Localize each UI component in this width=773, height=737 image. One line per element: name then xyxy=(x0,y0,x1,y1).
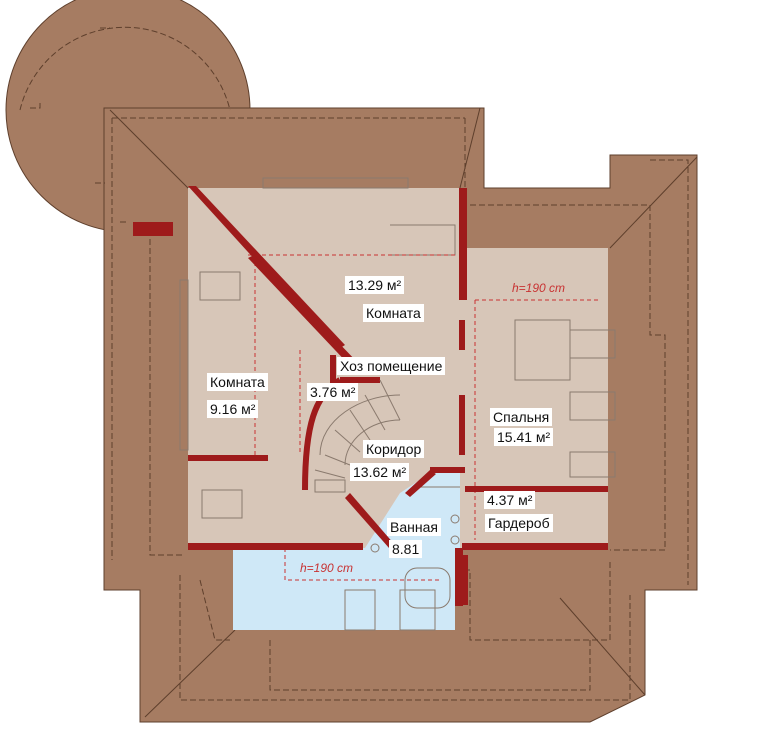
height-guides xyxy=(248,254,600,581)
room-left-area: 9.16 м² xyxy=(207,400,259,418)
wall-bottom-left xyxy=(188,543,363,550)
wall-bottom-right xyxy=(462,543,608,550)
wall-bath-diagonal-b xyxy=(405,470,436,497)
wardrobe-area: 4.37 м² xyxy=(484,491,536,509)
wall-left-horizontal xyxy=(188,455,268,461)
corridor-name: Коридор xyxy=(363,440,425,458)
wall-bath-diagonal-a xyxy=(345,493,395,548)
bathroom-name: Ванная xyxy=(387,518,441,536)
room-top-area: 13.29 м² xyxy=(345,276,405,294)
roof-hip-lines xyxy=(109,107,698,718)
walls xyxy=(133,186,608,606)
height-note-bottom: h=190 cm xyxy=(300,561,353,575)
wall-stub-left xyxy=(133,222,173,236)
height-note-right: h=190 cm xyxy=(512,281,565,295)
utility-name: Хоз помещение xyxy=(337,357,446,375)
wall-bath-top xyxy=(430,467,465,473)
wall-bath-vertical xyxy=(455,548,463,606)
room-left-name: Комната xyxy=(207,373,268,391)
wardrobe-name: Гардероб xyxy=(485,514,553,532)
interior-guides xyxy=(179,177,616,631)
wall-right-mid xyxy=(459,320,465,350)
utility-wall xyxy=(330,355,336,383)
bedroom-name: Спальня xyxy=(490,408,553,426)
wall-bedroom-bottom xyxy=(465,486,608,492)
utility-area: 3.76 м² xyxy=(307,383,359,401)
roof-dashed-lines xyxy=(19,26,689,701)
wall-diagonal-inner xyxy=(248,255,360,368)
bedroom-area: 15.41 м² xyxy=(494,428,554,446)
wall-bath-right xyxy=(463,555,468,605)
corridor-area: 13.62 м² xyxy=(350,463,410,481)
bathroom-area: 8.81 xyxy=(389,540,423,558)
room-top-name: Комната xyxy=(363,304,424,322)
wall-right-lower xyxy=(459,395,465,455)
wall-right-upper xyxy=(459,188,467,300)
staircase xyxy=(314,379,401,493)
